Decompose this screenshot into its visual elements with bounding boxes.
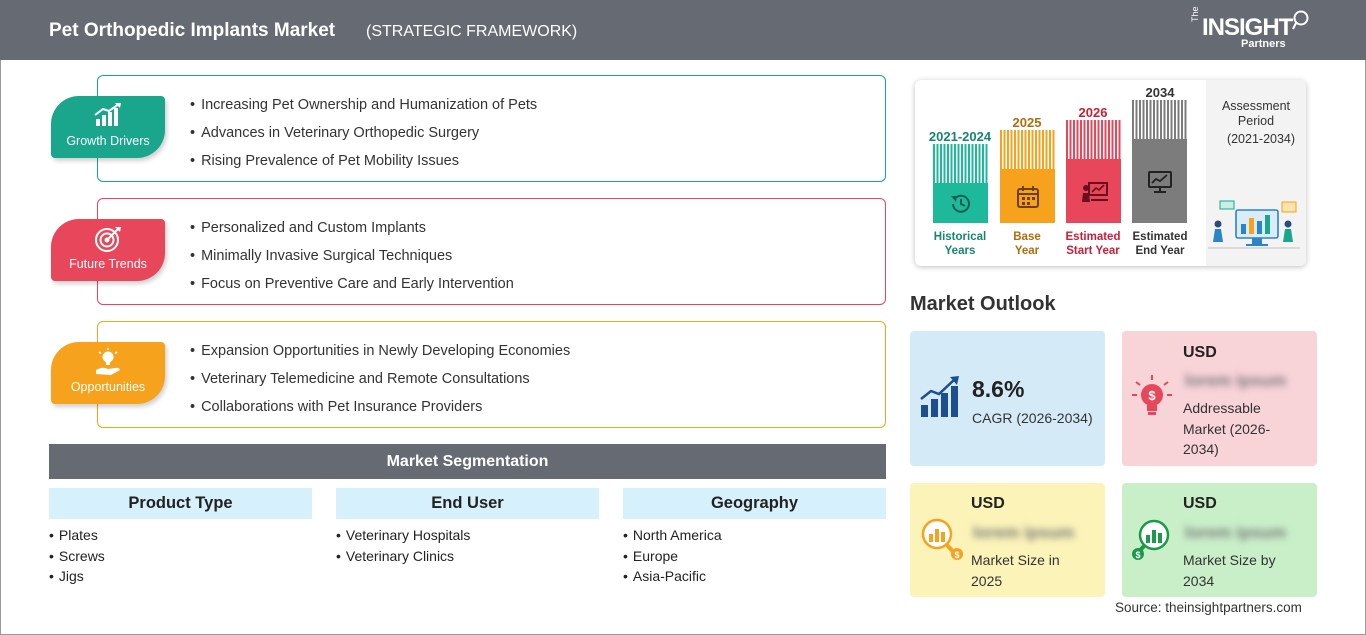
cagr-label: CAGR (2026-2034) — [972, 410, 1093, 426]
list-item: Increasing Pet Ownership and Humanizatio… — [190, 96, 537, 124]
segment-geography: Geography North America Europe Asia-Paci… — [623, 488, 886, 587]
source-link[interactable]: Source: theinsightpartners.com — [1115, 600, 1302, 615]
logo-the: The — [1190, 6, 1200, 22]
segment-title: End User — [336, 488, 599, 519]
list-item: Plates — [49, 525, 312, 546]
list-item: Focus on Preventive Care and Early Inter… — [190, 275, 514, 303]
list-item: Rising Prevalence of Pet Mobility Issues — [190, 152, 537, 180]
header-bar: Pet Orthopedic Implants Market (STRATEGI… — [0, 0, 1366, 60]
logo-mark-icon — [1292, 10, 1309, 30]
market-size-2025-card: $ USD lorem ipsum Market Size in 2025 — [910, 483, 1105, 597]
blurred-value: lorem ipsum — [973, 523, 1075, 542]
segment-list: Plates Screws Jigs — [49, 525, 312, 587]
currency-label: USD — [971, 495, 1005, 512]
growth-drivers-box: Increasing Pet Ownership and Humanizatio… — [97, 75, 886, 182]
calendar-icon — [1017, 185, 1039, 208]
target-icon — [95, 227, 121, 252]
opportunities-list: Expansion Opportunities in Newly Develop… — [190, 342, 570, 426]
bar-stripes — [1066, 120, 1121, 160]
bar-solid — [1000, 169, 1055, 223]
bar-year: 2021-2024 — [928, 129, 992, 144]
future-trends-badge: Future Trends — [51, 219, 165, 281]
bar-estimated-start — [1066, 120, 1121, 223]
lightbulb-hand-icon — [96, 348, 120, 375]
opportunities-badge: Opportunities — [51, 342, 165, 404]
list-item: Asia-Pacific — [623, 566, 886, 587]
money-bulb-icon: $ — [1132, 375, 1172, 415]
market-size-2034-card: $ USD lorem ipsum Market Size by 2034 — [1122, 483, 1317, 597]
future-trends-list: Personalized and Custom Implants Minimal… — [190, 219, 514, 303]
growth-drivers-badge: Growth Drivers — [51, 96, 165, 158]
list-item: Collaborations with Pet Insurance Provid… — [190, 398, 570, 426]
list-item: Screws — [49, 546, 312, 567]
market-segmentation-header: Market Segmentation — [49, 444, 886, 479]
market-outlook-title: Market Outlook — [910, 293, 1056, 315]
segment-title: Product Type — [49, 488, 312, 519]
growth-drivers-list: Increasing Pet Ownership and Humanizatio… — [190, 96, 537, 180]
list-item: Veterinary Telemedicine and Remote Consu… — [190, 370, 570, 398]
cagr-value: 8.6% — [972, 376, 1025, 402]
list-item: Veterinary Clinics — [336, 546, 599, 567]
bar-year: 2026 — [1078, 105, 1108, 120]
list-item: Minimally Invasive Surgical Techniques — [190, 247, 514, 275]
currency-label: USD — [1183, 344, 1217, 361]
blurred-value: lorem ipsum — [1185, 371, 1287, 390]
bar-estimated-end — [1132, 100, 1187, 223]
assessment-period-panel: Assessment Period (2021-2034) — [1206, 80, 1306, 266]
magnifier-chart-icon: $ — [1132, 519, 1170, 560]
bar-stripes — [1000, 130, 1055, 170]
growth-chart-icon — [94, 103, 121, 126]
assessment-title: Assessment Period — [1221, 99, 1291, 128]
addressable-market-card: $ USD lorem ipsum Addressable Market (20… — [1122, 331, 1317, 466]
bar-historical — [933, 144, 988, 223]
bar-label: Base Year — [1013, 231, 1041, 257]
bar-year: 2025 — [1012, 115, 1042, 130]
list-item: Expansion Opportunities in Newly Develop… — [190, 342, 570, 370]
svg-text:$: $ — [954, 550, 959, 560]
opportunities-box: Expansion Opportunities in Newly Develop… — [97, 321, 886, 428]
page-subtitle: (STRATEGIC FRAMEWORK) — [366, 23, 578, 40]
logo-insight: INSIGHT — [1202, 14, 1293, 41]
segment-end-user: End User Veterinary Hospitals Veterinary… — [336, 488, 599, 566]
list-item: Europe — [623, 546, 886, 567]
svg-text:$: $ — [1148, 388, 1156, 403]
bar-label: Estimated Start Year — [1065, 231, 1121, 257]
segment-title: Geography — [623, 488, 886, 519]
svg-text:$: $ — [1135, 550, 1140, 560]
segment-list: Veterinary Hospitals Veterinary Clinics — [336, 525, 599, 566]
market-size-2025-label: Market Size in 2025 — [971, 552, 1060, 589]
bar-label: Estimated End Year — [1132, 231, 1188, 257]
addressable-market-label: Addressable Market (2026-2034) — [1183, 400, 1271, 457]
blurred-value: lorem ipsum — [1185, 523, 1287, 542]
presentation-icon — [1082, 181, 1108, 202]
list-item: Personalized and Custom Implants — [190, 219, 514, 247]
assessment-range: (2021-2034) — [1226, 132, 1296, 146]
list-item: Jigs — [49, 566, 312, 587]
growth-drivers-label: Growth Drivers — [66, 134, 150, 148]
insight-partners-logo[interactable]: The INSIGHT Partners — [1188, 6, 1313, 54]
opportunities-label: Opportunities — [70, 380, 146, 394]
monitor-chart-icon — [1148, 170, 1172, 193]
page-title: Pet Orthopedic Implants Market — [49, 20, 336, 41]
list-item: Veterinary Hospitals — [336, 525, 599, 546]
list-item: North America — [623, 525, 886, 546]
future-trends-box: Personalized and Custom Implants Minimal… — [97, 198, 886, 305]
logo-partners: Partners — [1241, 38, 1286, 50]
magnifier-chart-icon: $ — [921, 518, 963, 560]
bar-year: 2034 — [1145, 85, 1175, 100]
list-item: Advances in Veterinary Orthopedic Surger… — [190, 124, 537, 152]
analytics-people-icon — [1208, 200, 1300, 249]
history-icon — [951, 194, 970, 213]
segment-list: North America Europe Asia-Pacific — [623, 525, 886, 587]
growth-bars-icon — [920, 376, 959, 417]
cagr-card: 8.6% CAGR (2026-2034) — [910, 331, 1105, 466]
bar-stripes — [933, 144, 988, 184]
bar-stripes — [1132, 100, 1187, 140]
bar-base — [1000, 130, 1055, 223]
segment-product-type: Product Type Plates Screws Jigs — [49, 488, 312, 587]
bar-label: Historical Years — [933, 231, 987, 257]
currency-label: USD — [1183, 495, 1217, 512]
future-trends-label: Future Trends — [69, 257, 147, 271]
market-size-2034-label: Market Size by 2034 — [1183, 552, 1276, 589]
